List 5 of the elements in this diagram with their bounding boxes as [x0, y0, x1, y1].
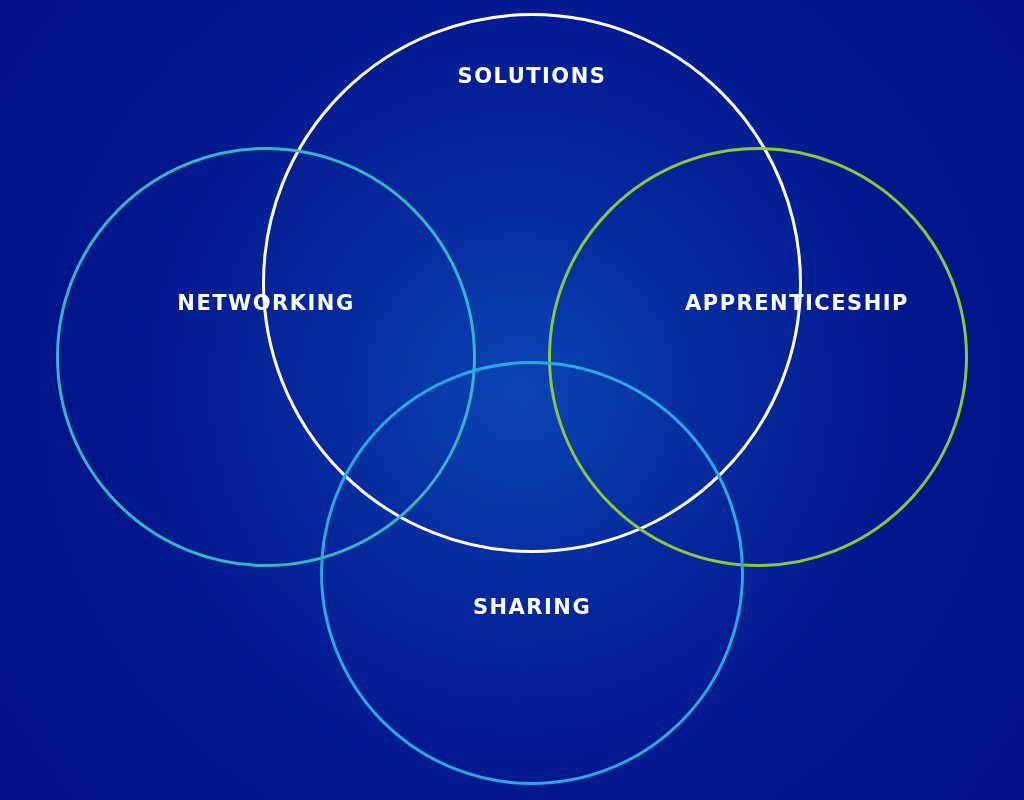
circle-label: SHARING	[472, 595, 592, 619]
circle-label: SOLUTIONS	[457, 64, 607, 88]
venn-circle	[56, 147, 476, 567]
venn-circle	[548, 147, 968, 567]
venn-circle	[320, 361, 744, 785]
